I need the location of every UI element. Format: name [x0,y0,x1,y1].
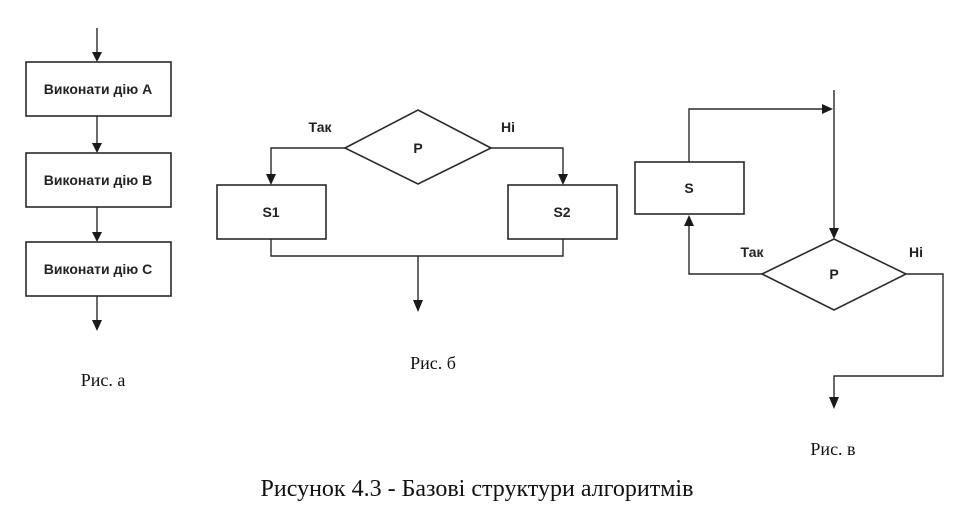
no-label-c: Ні [909,244,923,260]
block-action-c-label: Виконати дію C [44,261,152,277]
arrowhead-c1 [829,228,839,239]
yes-label-b: Так [309,119,333,135]
arrowhead-a2 [92,143,102,153]
block-s2 [507,184,618,240]
block-s-label: S [684,180,693,196]
yes-label-c: Так [741,244,765,260]
block-action-b-label: Виконати дію B [44,172,152,188]
block-action-a-label: Виконати дію A [44,81,152,97]
arrowhead-b3 [413,300,423,312]
yes-branch-line-b [270,147,345,176]
arrowhead-b1 [266,174,276,185]
block-s2-label: S2 [553,204,570,220]
yes-branch-line-c [688,224,762,275]
no-branch-line-c [833,273,944,398]
figure-title: Рисунок 4.3 - Базові структури алгоритмі… [261,476,694,502]
arrowhead-c2 [822,104,833,114]
block-s1-label: S1 [262,204,279,220]
arrowhead-a3 [92,232,102,242]
caption-b: Рис. б [410,353,456,373]
figure-c-loop: S P Так Ні Рис. в [634,90,944,459]
no-branch-line-b [491,147,564,176]
merge-line-b [270,239,564,257]
loop-return-line-c [688,108,824,162]
decision-p-c-label: P [829,266,838,282]
block-action-b [25,152,172,208]
caption-a: Рис. а [81,370,126,390]
block-action-a [25,61,172,117]
figure-a-sequence: Виконати дію A Виконати дію B Виконати д… [25,28,172,390]
arrowhead-c3 [684,215,694,226]
block-action-c [25,241,172,297]
decision-p-b-label: P [413,140,422,156]
arrowhead-a1 [92,52,102,62]
caption-c: Рис. в [810,439,855,459]
arrowhead-c4 [829,397,839,409]
arrowhead-b2 [558,174,568,185]
figure-b-branching: P Так Ні S1 S2 Рис. б [216,109,618,373]
no-label-b: Ні [501,119,515,135]
block-s [634,161,745,215]
arrowhead-a4 [92,320,102,331]
block-s1 [216,184,327,240]
